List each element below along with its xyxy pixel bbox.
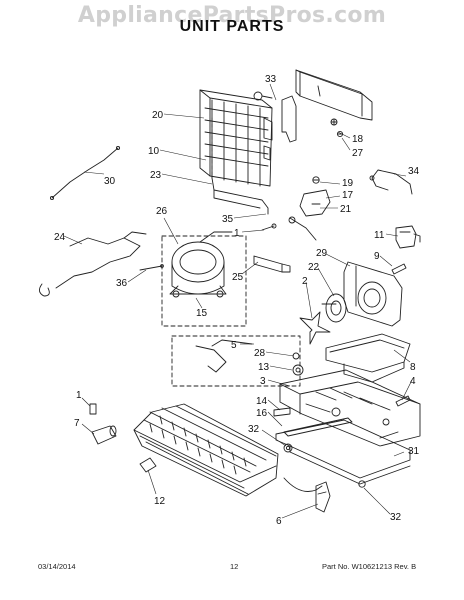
callout-6: 6	[276, 516, 282, 527]
part-20-condenser	[199, 89, 273, 215]
callout-17: 17	[342, 190, 354, 201]
callout-20: 20	[152, 110, 164, 121]
callout-14: 14	[256, 396, 268, 407]
part-26-compressor	[161, 223, 277, 327]
part-2-fan-blade	[299, 311, 331, 345]
callout-36: 36	[116, 278, 128, 289]
callout-2: 2	[302, 276, 308, 287]
part-8-pan	[325, 333, 411, 383]
callout-21: 21	[340, 204, 352, 215]
callout-35: 35	[222, 214, 234, 225]
callout-26: 26	[156, 206, 168, 217]
callout-22: 22	[308, 262, 320, 273]
part-36-wire	[139, 264, 164, 271]
callout-9: 9	[374, 251, 380, 262]
part-9-screw	[391, 263, 407, 275]
part-18-27-screws	[330, 118, 344, 138]
callout-29: 29	[316, 248, 328, 259]
part-25-filter	[253, 255, 291, 273]
callout-34: 34	[408, 166, 420, 177]
part-11-relay	[395, 225, 421, 249]
leader-lines	[63, 83, 413, 519]
part-34-harness	[369, 169, 413, 195]
callout-11: 11	[374, 230, 385, 241]
part-33-bracket	[281, 69, 373, 143]
part-32-clip	[283, 443, 366, 488]
footer-date: 03/14/2014	[38, 562, 76, 571]
callout-32-upper: 32	[248, 424, 260, 435]
callout-19: 19	[342, 178, 354, 189]
callout-23: 23	[150, 170, 162, 181]
callout-16: 16	[256, 408, 268, 419]
callout-31: 31	[408, 446, 420, 457]
callout-7: 7	[74, 418, 80, 429]
callout-28: 28	[254, 348, 266, 359]
part-28-13	[292, 352, 304, 376]
callout-1-lower: 1	[76, 390, 82, 401]
part-5-drain	[171, 335, 301, 387]
part-31-cover	[275, 419, 411, 485]
callout-24: 24	[54, 232, 66, 243]
part-24-harness	[39, 231, 147, 297]
callout-1: 1	[234, 228, 240, 239]
diagram-title: UNIT PARTS	[179, 18, 285, 35]
callout-30: 30	[104, 176, 116, 187]
part-3-base	[279, 369, 421, 447]
callout-8: 8	[410, 362, 416, 373]
part-19-17-21	[288, 176, 331, 241]
callout-5: 5	[231, 340, 237, 351]
part-14-16	[273, 407, 353, 437]
callout-3: 3	[260, 376, 266, 387]
part-1-screw	[89, 403, 97, 415]
callout-4: 4	[410, 376, 416, 387]
part-30-wire	[49, 145, 121, 201]
callout-33: 33	[265, 74, 277, 85]
callout-labels: 33 20 10 23 30 26 18 27 19 17 34 35 21 1…	[54, 74, 420, 527]
callout-10: 10	[148, 146, 160, 157]
callout-32-lower: 32	[390, 512, 402, 523]
callout-12: 12	[154, 496, 166, 507]
part-7-plug	[91, 425, 117, 445]
part-6-tube	[283, 477, 331, 513]
part-4-screw	[395, 395, 411, 407]
footer-page-number: 12	[230, 562, 239, 571]
callout-15: 15	[196, 308, 208, 319]
part-16-coil	[133, 403, 279, 497]
callout-27: 27	[352, 148, 364, 159]
footer-part-number: Part No. W10621213 Rev. B	[322, 562, 417, 571]
part-12-clip	[139, 457, 157, 473]
callout-18: 18	[352, 134, 364, 145]
part-22-fan-motor	[321, 293, 347, 323]
part-29-shroud	[343, 261, 403, 327]
callout-25: 25	[232, 272, 244, 283]
callout-13: 13	[258, 362, 270, 373]
watermark: AppliancePartsPros.com	[77, 3, 387, 28]
